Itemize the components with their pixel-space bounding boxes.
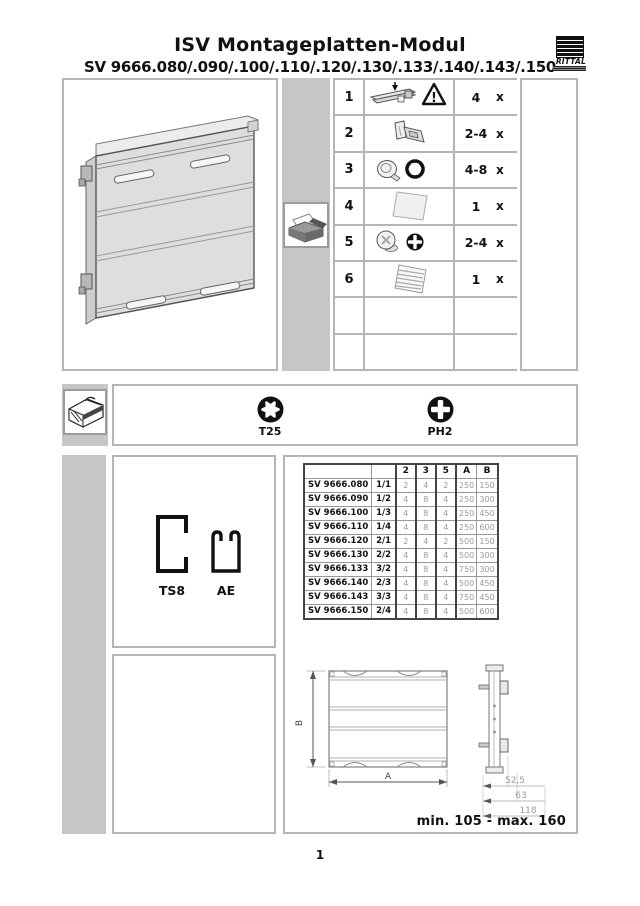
- part-icon-cover-plate: [365, 189, 453, 224]
- svg-text:B: B: [295, 720, 305, 726]
- bottom-section-divider-band: [62, 455, 106, 834]
- tool-t25: T25: [235, 396, 305, 438]
- tool-label: PH2: [427, 425, 453, 438]
- part-icon-screw-with-phillips: [365, 225, 453, 260]
- part-icon-rail-with-warning: !: [365, 80, 453, 115]
- bottom-left-empty-box: [112, 654, 276, 834]
- open-box-icon: [288, 213, 327, 243]
- rittal-logo-icon: [556, 36, 584, 58]
- part-number: 6: [335, 261, 363, 297]
- toolbox-icon-box: [63, 389, 107, 435]
- page-number: 1: [315, 848, 325, 862]
- ae-label: AE: [216, 583, 236, 598]
- parts-empty-cell: [365, 334, 453, 369]
- variants-header-row: 2 3 5 A B: [303, 463, 499, 479]
- product-drawing-box: [62, 78, 278, 371]
- parts-empty-cell: [335, 298, 363, 333]
- svg-text:118: 118: [519, 806, 536, 816]
- tools-box: T25 PH2: [112, 384, 578, 446]
- rittal-logo-text: RITTAL: [555, 57, 586, 66]
- tool-label: T25: [258, 425, 282, 438]
- part-number: 5: [335, 225, 363, 260]
- part-icon-screw-with-torx-socket: [365, 152, 453, 188]
- part-number: 2: [335, 116, 363, 151]
- part-number: 4: [335, 189, 363, 224]
- svg-text:!: !: [431, 91, 437, 106]
- toolbox-icon: [68, 396, 104, 428]
- tool-ph2: PH2: [405, 396, 475, 438]
- phillips-bit-icon: [427, 396, 453, 423]
- model-numbers-subtitle: SV 9666.080/.090/.100/.110/.120/.130/.13…: [84, 58, 556, 76]
- rittal-logo-bar: [553, 66, 586, 71]
- depth-range-note: min. 105 - max. 160: [416, 814, 566, 829]
- torx-bit-icon: [257, 396, 283, 423]
- svg-text:A: A: [385, 772, 392, 782]
- parts-empty-cell: [365, 298, 453, 333]
- svg-text:52,5: 52,5: [505, 776, 525, 786]
- part-icon-mounting-bracket: [365, 116, 453, 151]
- part-icon-vented-plate: [365, 261, 453, 297]
- parts-empty-cell: [335, 334, 363, 369]
- page-title: ISV Montageplatten-Modul: [174, 34, 466, 56]
- part-number: 3: [335, 152, 363, 188]
- parts-empty-cell: [455, 334, 517, 369]
- parts-empty-cell: [455, 298, 517, 333]
- ts8-label: TS8: [158, 583, 186, 598]
- mounting-plate-module-drawing: [78, 115, 259, 325]
- rittal-logo: RITTAL: [553, 36, 586, 71]
- top-section-empty-box: [520, 78, 578, 371]
- rail-profiles-box: TS8 AE: [112, 455, 276, 648]
- ae-profile-icon: [211, 530, 241, 573]
- ts8-profile-icon: [156, 515, 188, 573]
- dimension-drawing: B A 52,5: [295, 664, 546, 819]
- parts-box-icon-box: [283, 202, 329, 248]
- part-number: 1: [335, 80, 363, 115]
- svg-text:63: 63: [515, 791, 526, 801]
